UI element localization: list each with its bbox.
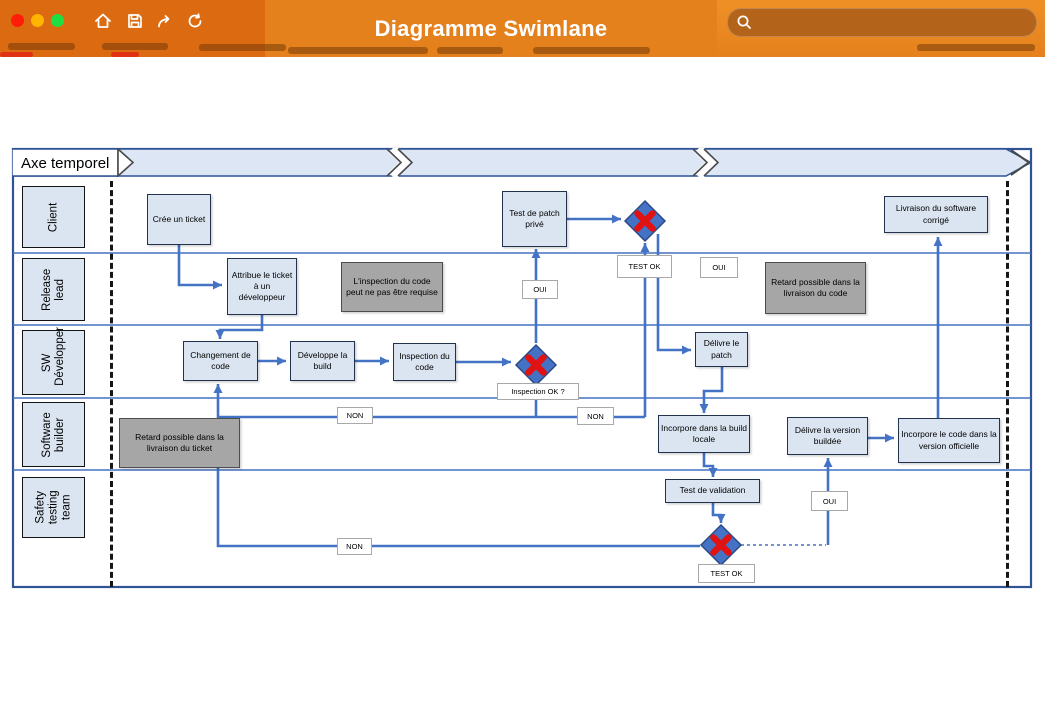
node-label: Retard possible dans la livraison du tic…	[135, 431, 224, 453]
note-retard-ticket[interactable]: Retard possible dans la livraison du tic…	[119, 418, 240, 468]
share-button[interactable]	[156, 12, 174, 30]
node-delivre-version-buildee[interactable]: Délivre la version buildée	[787, 417, 868, 455]
flag-label: TEST OK	[710, 569, 743, 578]
flag-oui-validation: OUI	[811, 491, 848, 511]
search-input[interactable]	[759, 14, 1028, 31]
node-label: Développe la build	[297, 349, 348, 371]
toolbar-shortcut-bar	[0, 52, 33, 57]
node-label: Retard possible dans la livraison du cod…	[771, 276, 860, 298]
node-label: Crée un ticket	[152, 213, 206, 224]
toolbar-shortcut-bar	[102, 43, 168, 50]
toolbar-shortcut-bar	[437, 47, 503, 54]
flag-non-validation: NON	[337, 538, 372, 555]
flag-label: NON	[587, 411, 604, 421]
save-icon	[128, 14, 142, 28]
lane-label-text: Safety testing team	[34, 490, 72, 525]
browser-chrome: Diagramme Swimlane	[0, 0, 1045, 57]
node-test-validation[interactable]: Test de validation	[665, 479, 760, 503]
node-incorpore-build-locale[interactable]: Incorpore dans la build locale	[658, 415, 750, 453]
node-label: Livraison du software corrigé	[895, 203, 977, 225]
phase-separator-left	[110, 181, 113, 587]
node-attribue-ticket[interactable]: Attribue le ticket à un développeur	[227, 258, 297, 315]
lane-label-release-lead: Release lead	[22, 258, 85, 321]
toolbar-shortcut-bar	[8, 43, 75, 50]
phase-separator-right	[1006, 181, 1009, 587]
node-cree-ticket[interactable]: Crée un ticket	[147, 194, 211, 245]
timeline-label-box	[12, 148, 119, 177]
toolbar-shortcut-bar	[111, 52, 139, 57]
timeline-label-chevron	[117, 148, 135, 177]
maximize-button[interactable]	[51, 14, 64, 27]
lane-label-safety-testing-team: Safety testing team	[22, 477, 85, 538]
note-retard-code[interactable]: Retard possible dans la livraison du cod…	[765, 262, 866, 314]
flag-label: NON	[346, 411, 364, 420]
timeline-band: Axe temporel	[12, 148, 1032, 177]
toolbar-shortcut-bar	[533, 47, 650, 54]
flag-label: OUI	[822, 496, 837, 506]
node-label: Délivre le patch	[703, 338, 740, 360]
swimlane-diagram: Axe temporel Client Release lead SW Déve…	[0, 57, 1045, 727]
flag-test-ok-top: TEST OK	[617, 255, 672, 278]
search-icon	[737, 15, 751, 29]
node-developpe-build[interactable]: Développe la build	[290, 341, 355, 381]
decision-test-patch[interactable]	[623, 199, 667, 243]
node-label: Test de patch privé	[509, 207, 560, 229]
lane-label-software-builder: Software builder	[22, 402, 85, 467]
refresh-icon	[188, 13, 202, 28]
timeline-label: Axe temporel	[21, 155, 109, 172]
chrome-right-section	[717, 0, 1045, 57]
cross-icon	[634, 210, 656, 232]
node-label: Incorpore le code dans la version offici…	[901, 429, 997, 451]
node-delivre-patch[interactable]: Délivre le patch	[695, 332, 748, 367]
flag-oui-inspection: OUI	[522, 280, 558, 299]
node-label: Test de validation	[679, 485, 746, 496]
lane-label-client: Client	[22, 186, 85, 248]
node-label: Délivre la version buildée	[794, 424, 861, 446]
lane-label-sw-developper: SW Développer	[22, 326, 85, 395]
flag-label: NON	[346, 542, 363, 551]
refresh-button[interactable]	[186, 12, 204, 30]
toolbar-shortcut-bar	[917, 44, 1035, 51]
flag-label: OUI	[533, 285, 547, 294]
node-label: Changement de code	[190, 349, 251, 371]
cross-icon	[710, 534, 732, 556]
node-changement-code[interactable]: Changement de code	[183, 341, 258, 381]
flag-label: Inspection OK ?	[511, 387, 565, 396]
search-bar[interactable]	[727, 8, 1037, 37]
page-title: Diagramme Swimlane	[374, 15, 608, 41]
flag-non-inspection: NON	[337, 407, 373, 424]
toolbar-shortcut-bar	[199, 44, 286, 51]
node-test-patch-prive[interactable]: Test de patch privé	[502, 191, 567, 247]
flag-test-ok-bottom: TEST OK	[698, 564, 755, 583]
node-label: Incorpore dans la build locale	[661, 422, 748, 444]
node-label: L'inspection du code peut ne pas être re…	[346, 275, 438, 297]
node-incorpore-code-officielle[interactable]: Incorpore le code dans la version offici…	[898, 418, 1000, 463]
node-label: Attribue le ticket à un développeur	[231, 269, 293, 303]
node-label: Inspection du code	[399, 350, 450, 372]
toolbar-shortcut-bar	[288, 47, 428, 54]
share-icon	[158, 15, 170, 28]
note-inspection-requise[interactable]: L'inspection du code peut ne pas être re…	[341, 262, 443, 312]
close-button[interactable]	[11, 14, 24, 27]
node-livraison-software[interactable]: Livraison du software corrigé	[884, 196, 988, 233]
home-button[interactable]	[94, 12, 112, 30]
decision-inspection[interactable]	[514, 343, 558, 387]
lane-label-text: Software builder	[40, 411, 66, 458]
save-button[interactable]	[126, 12, 144, 30]
flag-label: TEST OK	[628, 262, 661, 271]
decision-test-validation[interactable]	[699, 523, 743, 567]
flag-inspection-ok: Inspection OK ?	[497, 383, 579, 400]
minimize-button[interactable]	[31, 14, 44, 27]
lane-label-text: Client	[47, 202, 60, 232]
timeline-chevron-separators	[386, 148, 1031, 177]
flag-label: OUI	[712, 263, 726, 272]
cross-icon	[525, 354, 547, 376]
flag-oui-patch: OUI	[700, 257, 738, 278]
home-icon	[95, 13, 111, 28]
flag-non-test-patch: NON	[577, 407, 614, 425]
lane-label-text: SW Développer	[40, 326, 66, 386]
lane-label-text: Release lead	[40, 268, 66, 311]
node-inspection-code[interactable]: Inspection du code	[393, 343, 456, 381]
